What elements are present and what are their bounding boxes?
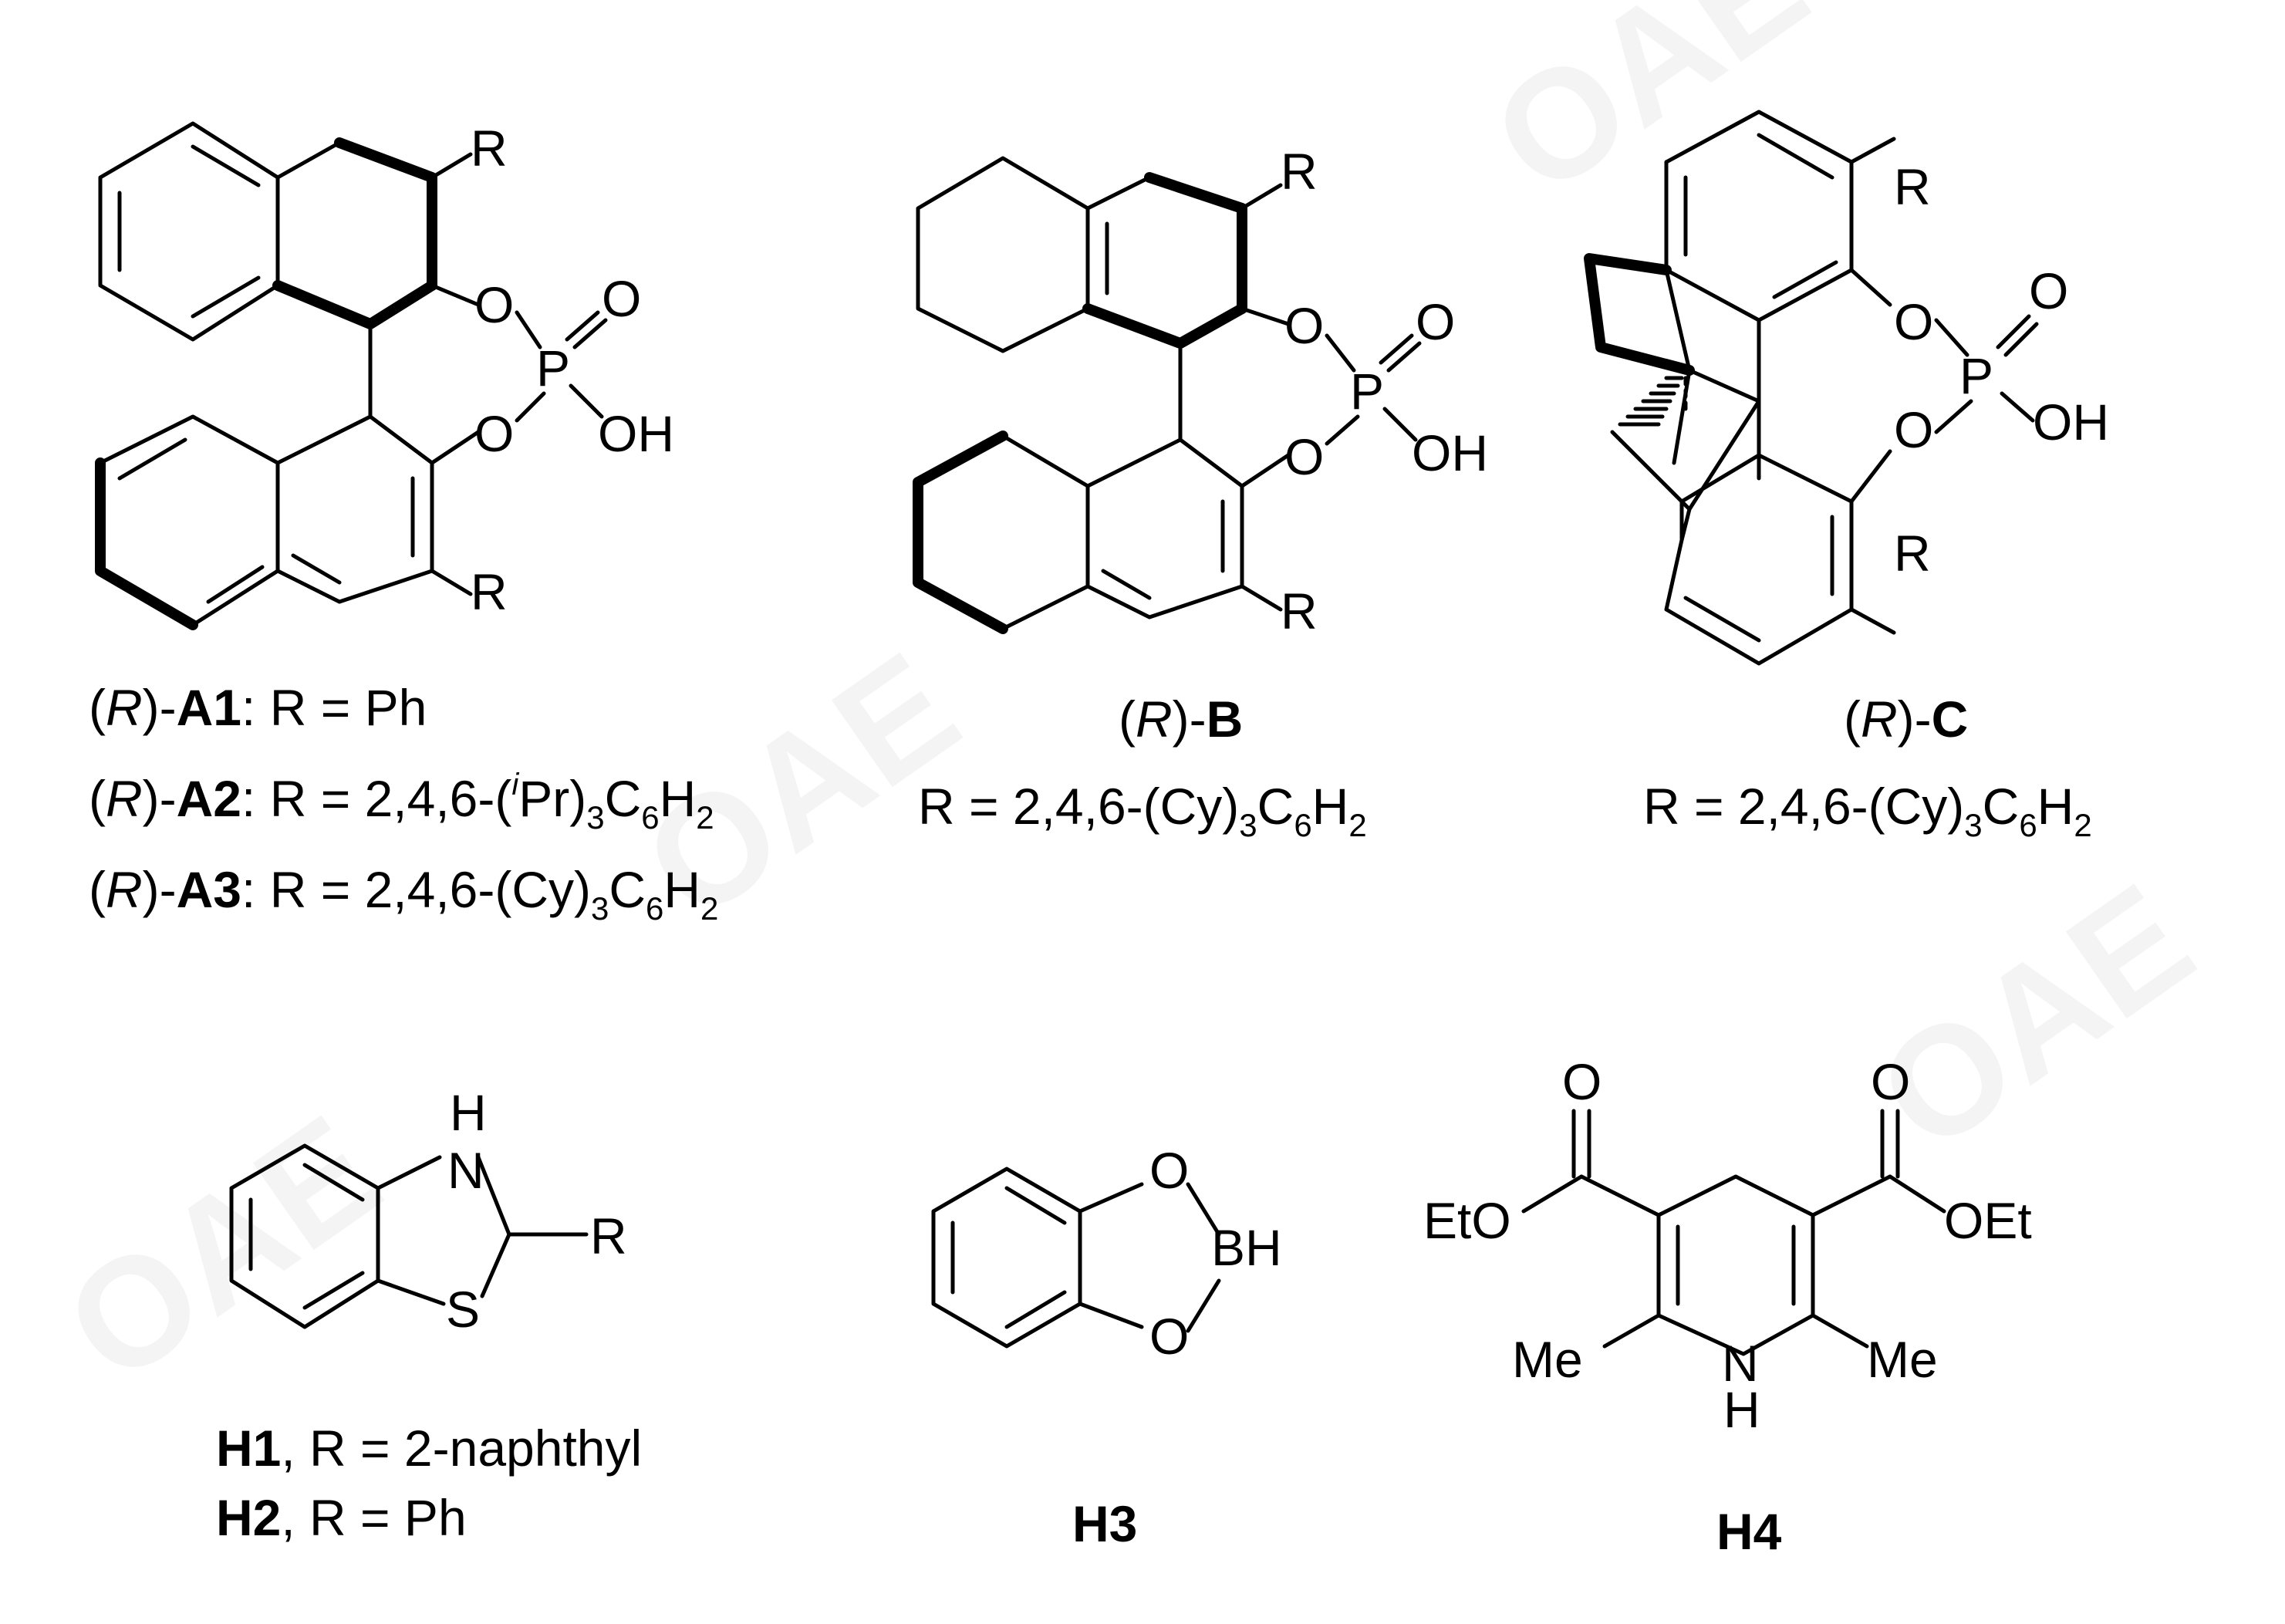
caption-h3-label: H3 — [1072, 1495, 1137, 1552]
b-hydroxyl: OH — [1412, 424, 1488, 481]
a-hydroxyl: OH — [598, 405, 674, 462]
c-hydroxyl: OH — [2033, 393, 2109, 451]
c-oxygen-upper: O — [1894, 293, 1933, 350]
h4-methyl-right: Me — [1867, 1331, 1938, 1388]
b-oxygen-upper: O — [1284, 297, 1324, 354]
a-r-upper: R — [471, 120, 508, 177]
caption-c-title: (R)-C — [1844, 690, 1968, 748]
caption-a: (R)-A1: R = Ph (R)-A2: R = 2,4,6-(iPr)3C… — [89, 679, 718, 927]
caption-h4-label: H4 — [1716, 1503, 1782, 1560]
a-r-lower: R — [471, 563, 508, 620]
caption-a1: (R)-A1: R = Ph — [89, 679, 427, 736]
h4-carbonyl-o-left: O — [1562, 1053, 1602, 1110]
caption-c: (R)-C R = 2,4,6-(Cy)3C6H2 — [1643, 690, 2092, 843]
h3-oxygen-lower: O — [1149, 1308, 1189, 1365]
caption-h12: H1, R = 2-naphthyl H2, R = Ph — [216, 1420, 642, 1546]
b-oxygen-double: O — [1416, 293, 1455, 350]
structure-b: R O P O OH O R — [913, 143, 1488, 640]
structure-h4: O O EtO OEt Me Me N H — [1423, 1053, 2032, 1438]
h4-nh-h: H — [1723, 1381, 1760, 1438]
h12-sulfur: S — [446, 1281, 480, 1338]
a-oxygen-lower: O — [474, 405, 514, 462]
a-oxygen-double: O — [602, 270, 641, 327]
b-phosphorus: P — [1350, 363, 1384, 420]
caption-h2: H2, R = Ph — [216, 1489, 467, 1546]
a-oxygen-upper: O — [474, 276, 514, 333]
h4-methyl-left: Me — [1512, 1331, 1583, 1388]
h12-nitrogen: N — [447, 1142, 484, 1199]
structure-h3: O O BH — [931, 1142, 1282, 1365]
c-r-upper: R — [1894, 158, 1931, 215]
caption-b-title: (R)-B — [1119, 690, 1243, 748]
caption-h4: H4 — [1716, 1503, 1782, 1560]
caption-a3: (R)-A3: R = 2,4,6-(Cy)3C6H2 — [89, 861, 718, 927]
caption-b-sub: R = 2,4,6-(Cy)3C6H2 — [918, 778, 1367, 843]
h12-r: R — [590, 1207, 627, 1264]
b-oxygen-lower: O — [1284, 428, 1324, 485]
c-oxygen-double: O — [2029, 262, 2068, 319]
h4-ester-left: EtO — [1423, 1192, 1511, 1249]
c-phosphorus: P — [1959, 347, 1993, 404]
caption-h3: H3 — [1072, 1495, 1137, 1552]
h3-bh: BH — [1211, 1219, 1282, 1276]
structure-a: R O P O OH O R — [95, 120, 674, 630]
h12-nh-h: H — [450, 1084, 487, 1141]
c-r-lower: R — [1894, 525, 1931, 582]
b-r-upper: R — [1281, 143, 1318, 200]
a-phosphorus: P — [536, 339, 570, 397]
caption-a2: (R)-A2: R = 2,4,6-(iPr)3C6H2 — [89, 768, 714, 836]
h4-nitrogen: N — [1722, 1335, 1759, 1392]
h4-ester-right: OEt — [1944, 1192, 2032, 1249]
structure-c: R O P O OH O R — [1584, 110, 2109, 666]
caption-h1: H1, R = 2-naphthyl — [216, 1420, 642, 1477]
structure-h12: H N S R — [229, 1084, 627, 1338]
c-oxygen-lower: O — [1894, 401, 1933, 458]
caption-c-sub: R = 2,4,6-(Cy)3C6H2 — [1643, 778, 2092, 843]
b-r-lower: R — [1281, 582, 1318, 640]
h4-carbonyl-o-right: O — [1871, 1053, 1910, 1110]
h3-oxygen-upper: O — [1149, 1142, 1189, 1199]
caption-b: (R)-B R = 2,4,6-(Cy)3C6H2 — [918, 690, 1367, 843]
